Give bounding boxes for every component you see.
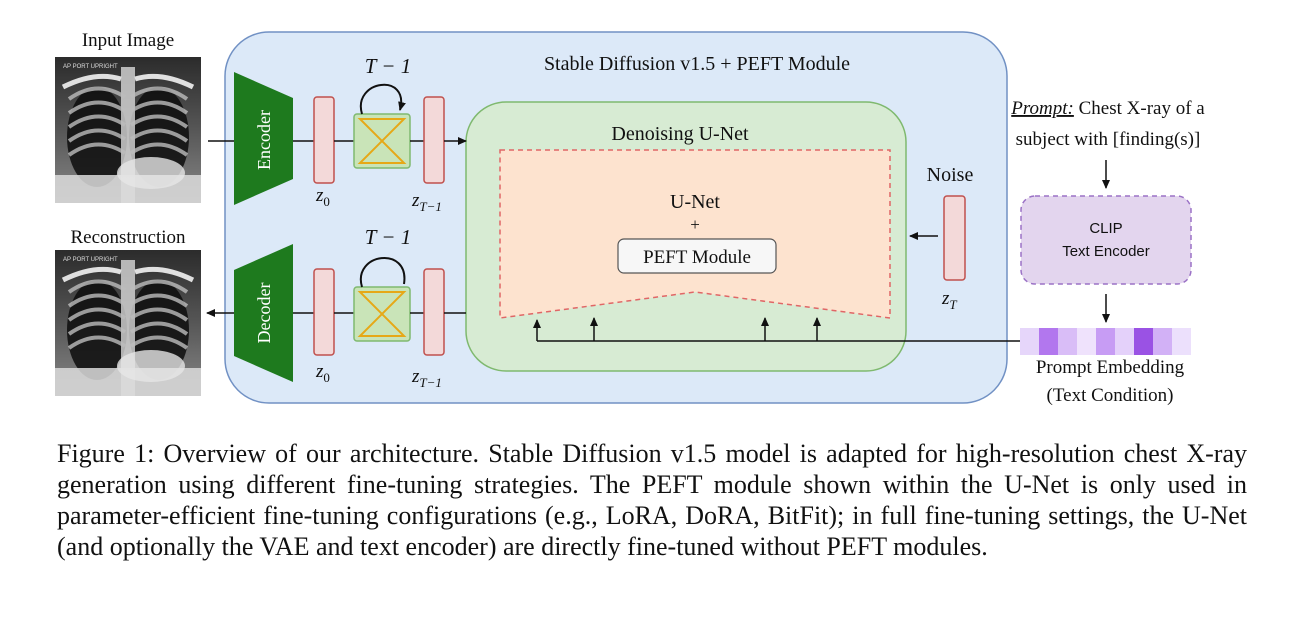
label-z0-top: z0 <box>315 185 330 209</box>
clip-text-encoder-box <box>1020 195 1192 285</box>
plus-sign: + <box>690 215 700 234</box>
prompt-embedding-strip <box>1020 328 1191 355</box>
prompt-embedding-label: Prompt Embedding <box>1036 357 1185 378</box>
embedding-cell <box>1153 328 1172 355</box>
embedding-cell <box>1039 328 1058 355</box>
peft-module-label: PEFT Module <box>643 247 751 268</box>
embedding-cell <box>1096 328 1115 355</box>
embedding-cell <box>1134 328 1153 355</box>
latent-zt1-top <box>423 96 445 184</box>
embedding-cell <box>1077 328 1096 355</box>
loop-arrow-top <box>359 84 406 115</box>
label-zT: zT <box>941 288 957 312</box>
encoder-label: Encoder <box>254 110 274 170</box>
stable-diffusion-title: Stable Diffusion v1.5 + PEFT Module <box>544 53 850 75</box>
embedding-cell <box>1172 328 1191 355</box>
unet-shape <box>499 149 891 319</box>
figure-caption: Figure 1: Overview of our architecture. … <box>57 439 1247 561</box>
embedding-cell <box>1020 328 1039 355</box>
peft-module-box <box>617 238 777 274</box>
loop-label-bottom: T − 1 <box>365 225 411 249</box>
bowtie-icon <box>357 291 407 337</box>
loop-label-top: T − 1 <box>365 54 411 78</box>
embedding-cell <box>1058 328 1077 355</box>
architecture-diagram: Input Image AP PORT UPRIGHT Reconstructi… <box>0 30 1205 406</box>
embedding-cell <box>1115 328 1134 355</box>
noise-label: Noise <box>927 164 974 186</box>
bowtie-icon <box>357 118 407 164</box>
latent-z0-bottom <box>313 268 335 356</box>
encoder-block <box>234 72 293 205</box>
denoising-unet-title: Denoising U-Net <box>611 123 749 145</box>
unet-label: U-Net <box>670 191 720 213</box>
clip-label-line1: CLIP <box>1089 220 1122 237</box>
xray-tag: AP PORT UPRIGHT <box>63 257 118 263</box>
xray-tag: AP PORT UPRIGHT <box>63 64 118 70</box>
latent-zT <box>943 195 966 281</box>
latent-zt1-bottom <box>423 268 445 356</box>
label-z0-bottom: z0 <box>315 361 330 385</box>
input-xray-image: AP PORT UPRIGHT <box>55 57 201 203</box>
decoder-block <box>234 244 293 382</box>
reconstruction-xray-image: AP PORT UPRIGHT <box>55 250 201 396</box>
input-image-label: Input Image <box>82 30 174 51</box>
label-zt1-bottom: zT−1 <box>411 366 442 390</box>
label-zt1-top: zT−1 <box>411 190 442 214</box>
text-condition-label: (Text Condition) <box>1047 385 1174 406</box>
decoder-label: Decoder <box>254 283 274 344</box>
prompt-text-line2: subject with [finding(s)] <box>1016 129 1201 150</box>
loop-arrow-bottom <box>359 257 406 288</box>
reconstruction-label: Reconstruction <box>70 227 186 248</box>
prompt-text-line1: Prompt: Chest X-ray of a <box>1010 98 1205 119</box>
clip-label-line2: Text Encoder <box>1062 243 1150 260</box>
latent-z0-top <box>313 96 335 184</box>
